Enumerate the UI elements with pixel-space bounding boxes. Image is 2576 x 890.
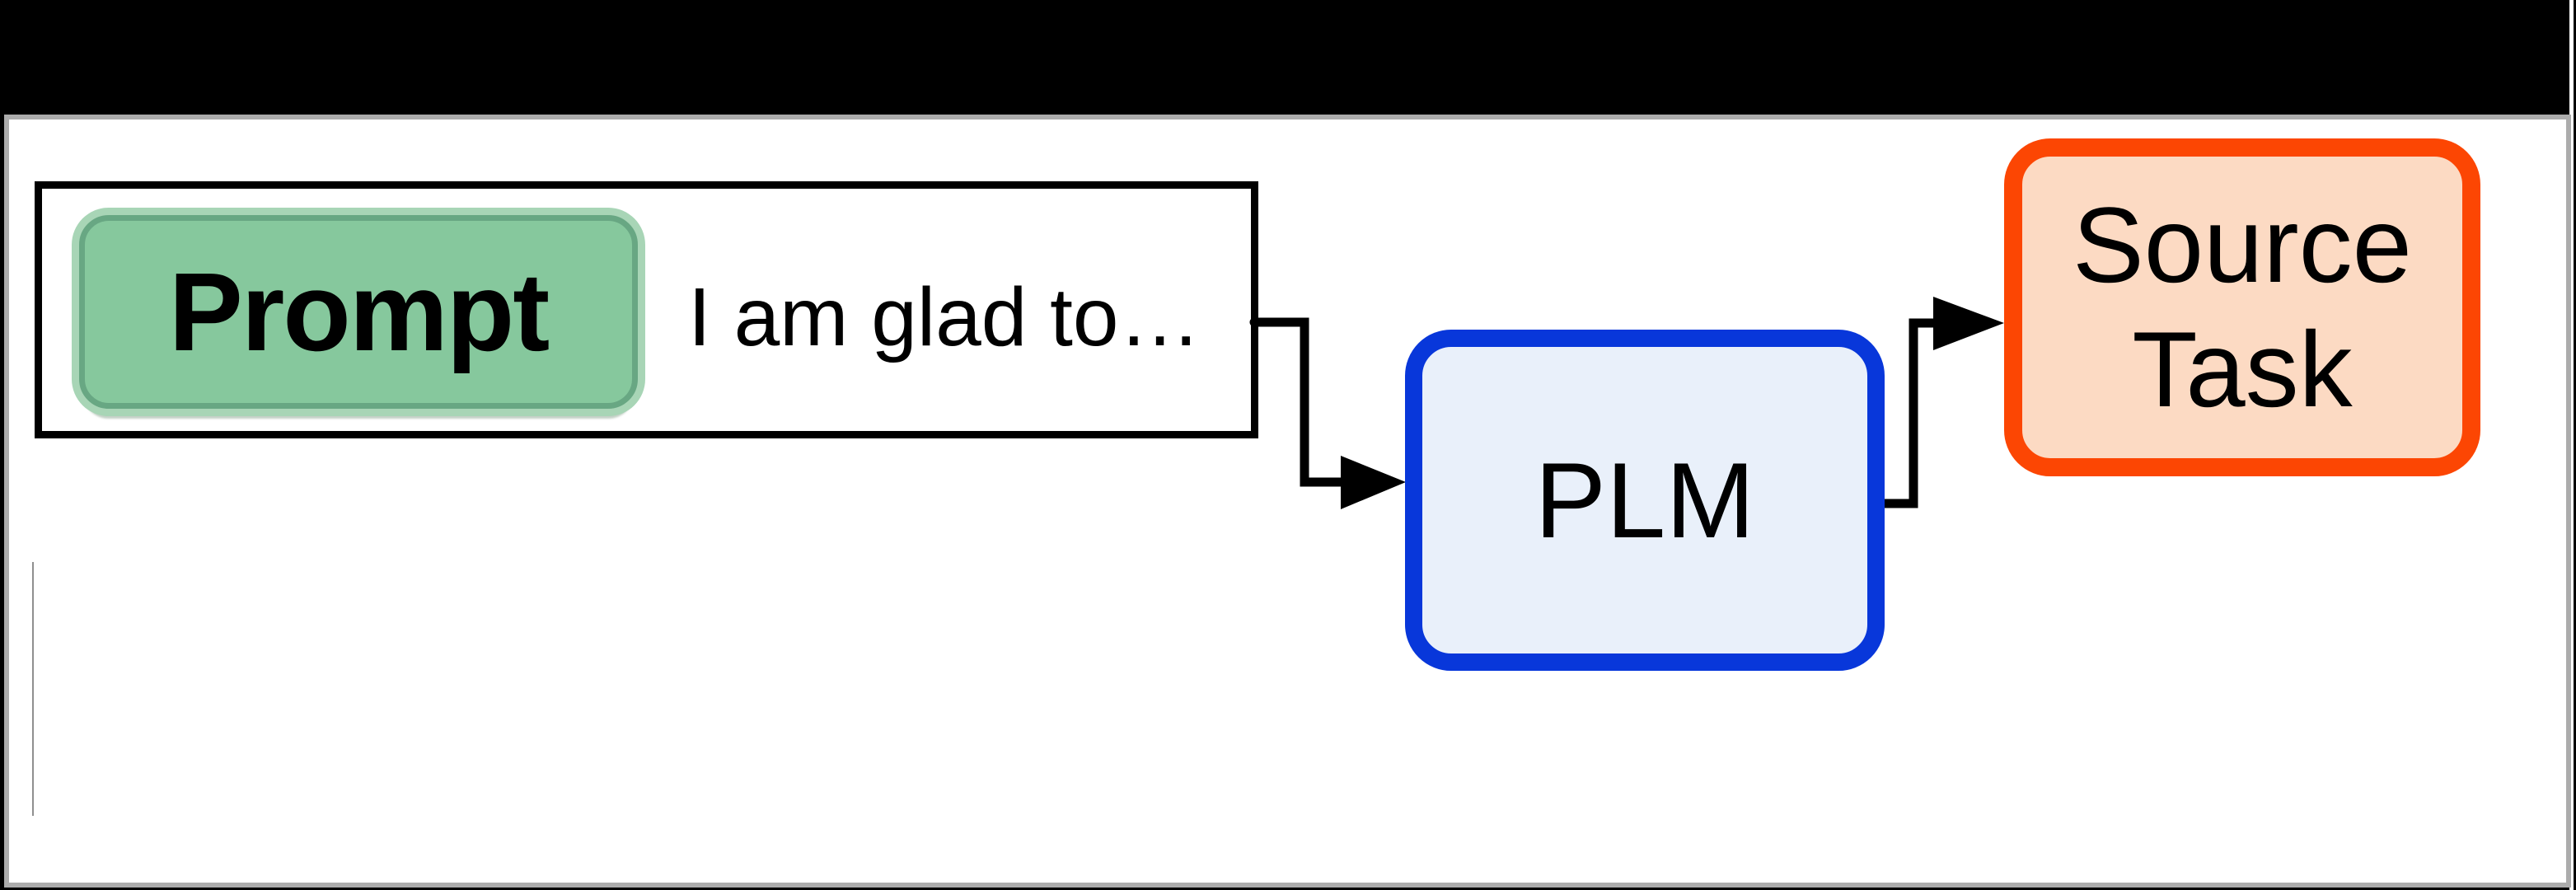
screen-right-edge-sliver bbox=[2569, 0, 2574, 890]
plm-box-label: PLM bbox=[1534, 440, 1755, 560]
prompt-sample-text: I am glad to… bbox=[688, 271, 1201, 363]
source-task-label-line1: Source bbox=[2073, 185, 2412, 305]
source-task-label: Source Task bbox=[2073, 183, 2412, 432]
source-task-box: Source Task bbox=[2004, 138, 2480, 476]
prompt-badge: Prompt bbox=[79, 215, 638, 409]
plm-box: PLM bbox=[1405, 330, 1885, 671]
prompt-badge-label: Prompt bbox=[168, 250, 550, 374]
faint-guide-line bbox=[32, 562, 34, 816]
source-task-label-line2: Task bbox=[2132, 309, 2353, 429]
